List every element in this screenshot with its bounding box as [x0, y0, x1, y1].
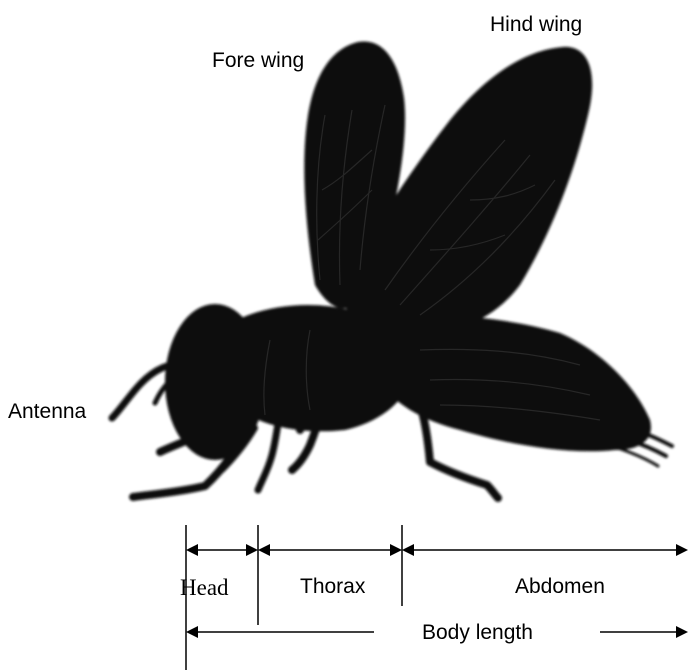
body-length-label: Body length [422, 622, 533, 643]
abdomen [372, 316, 651, 452]
abdomen-label: Abdomen [515, 576, 605, 597]
thorax-label: Thorax [300, 576, 365, 597]
insect-silhouette [112, 41, 672, 498]
head-label: Head [180, 576, 229, 599]
fore-wing-label: Fore wing [212, 50, 304, 71]
hind-wing-label: Hind wing [490, 14, 582, 35]
antenna-label: Antenna [8, 401, 86, 422]
measurement-lines [186, 525, 686, 670]
